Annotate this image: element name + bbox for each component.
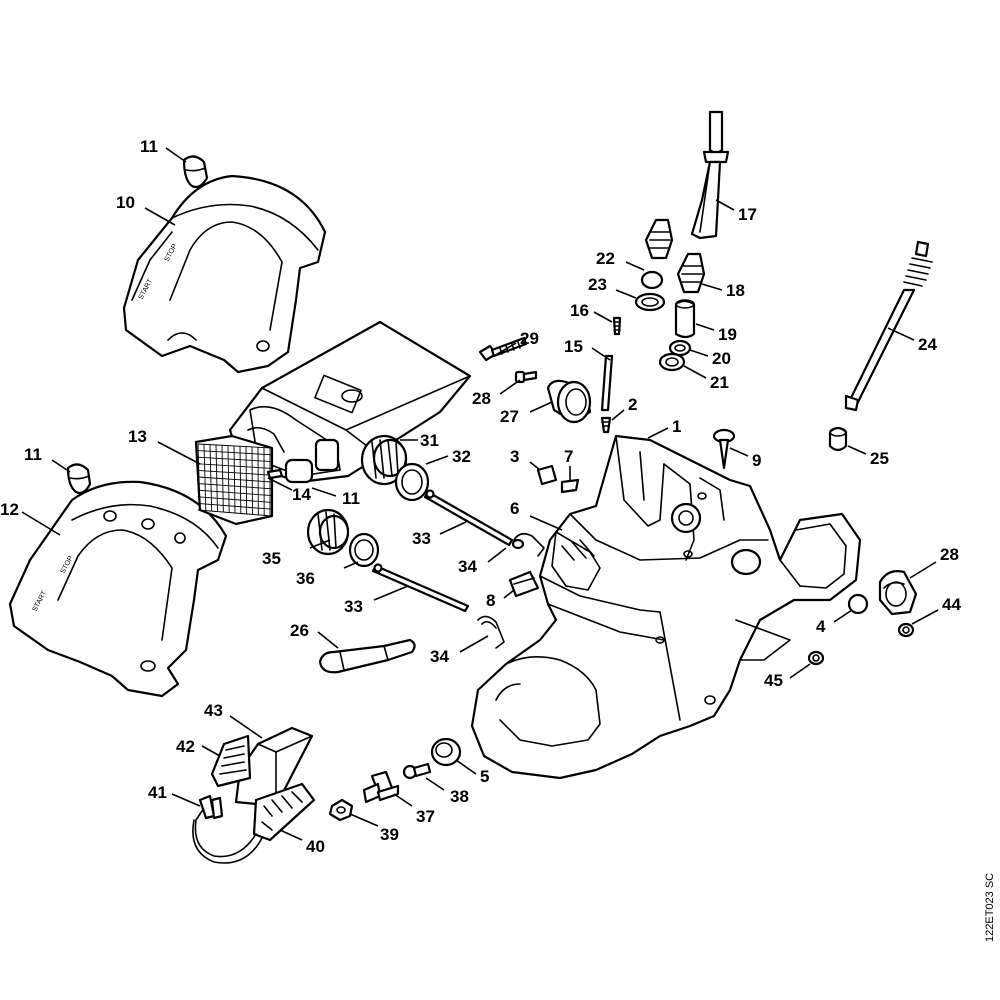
callout-11-lower: 11 <box>24 445 42 464</box>
part-42-plate <box>210 734 252 788</box>
part-35-nut <box>306 508 350 556</box>
part-5-plug <box>430 737 462 767</box>
part-31-adjuster <box>360 434 408 486</box>
callout-37: 37 <box>416 807 435 826</box>
callout-38: 38 <box>450 787 469 806</box>
part-41-connector <box>198 794 224 820</box>
callout-16: 15 <box>564 337 583 356</box>
part-40-heater <box>192 782 316 864</box>
part-25-hose-spring <box>844 240 933 412</box>
callout-20: 19 <box>718 325 737 344</box>
callout-4: 4 <box>816 617 826 636</box>
part-37-switch <box>362 770 400 804</box>
part-15-screw <box>266 468 284 480</box>
part-38-screw <box>402 762 432 780</box>
callout-28-right: 28 <box>940 545 959 564</box>
part-10-upper-cover: STOP START <box>122 174 327 374</box>
part-24-snap-ring <box>634 292 666 312</box>
callout-44: 44 <box>942 595 961 614</box>
callout-25: 24 <box>918 335 937 354</box>
callout-8: 8 <box>486 591 495 610</box>
callout-13: 12 <box>0 500 19 519</box>
part-9-bolt <box>712 428 736 470</box>
callout-15: 14 <box>292 485 311 504</box>
callout-22: 21 <box>710 373 729 392</box>
callout-7: 7 <box>564 447 573 466</box>
callout-14: 13 <box>128 427 147 446</box>
part-21-washer <box>668 339 692 357</box>
part-14-mesh-screen <box>194 434 274 526</box>
callout-33-upper: 33 <box>412 529 431 548</box>
part-32-ring <box>394 462 430 502</box>
part-33-pin-lower <box>371 563 470 613</box>
drawing-code: 122ET023 SC <box>984 873 996 942</box>
callout-33-lower: 33 <box>344 597 363 616</box>
part-44-nut <box>897 622 915 638</box>
callout-10: 10 <box>116 193 135 212</box>
part-17-screw <box>612 316 622 336</box>
callout-31: 31 <box>420 431 439 450</box>
callout-6: 6 <box>510 499 519 518</box>
part-33-pin-upper <box>423 489 514 547</box>
part-39-nut <box>328 798 354 822</box>
callout-21: 20 <box>712 349 731 368</box>
part-23-pickup <box>644 218 674 260</box>
part-11-cap-top <box>182 155 209 189</box>
callout-12: 11 <box>342 489 360 508</box>
part-4-plug <box>847 593 869 615</box>
part-20-sleeve <box>674 299 696 339</box>
callout-27: 26 <box>290 621 309 640</box>
callout-39: 39 <box>380 825 399 844</box>
part-27-tool <box>318 638 416 674</box>
part-22-seal <box>658 352 686 372</box>
part-26-cap <box>828 426 848 452</box>
callout-41: 41 <box>148 783 167 802</box>
part-13-lower-cover: STOP START <box>8 480 228 698</box>
part-34-clip-lower <box>477 615 505 649</box>
callout-24: 23 <box>588 275 607 294</box>
callout-26: 25 <box>870 449 889 468</box>
callout-3: 3 <box>510 447 519 466</box>
part-2-screw <box>600 416 612 434</box>
part-7-nut <box>560 478 580 494</box>
part-23-cap <box>640 270 664 290</box>
callout-40: 40 <box>306 837 325 856</box>
leader-lines <box>21 147 939 841</box>
part-16-rod <box>600 354 614 412</box>
callout-28-upper: 27 <box>500 407 519 426</box>
callout-18: 17 <box>738 205 757 224</box>
part-1-main-housing <box>470 434 862 780</box>
part-28-grommet-upper <box>546 379 592 424</box>
callout-34-lower: 34 <box>430 647 449 666</box>
callout-30: 29 <box>520 329 539 348</box>
part-3-nut <box>536 464 558 486</box>
callout-2: 2 <box>628 395 637 414</box>
callout-9: 9 <box>752 451 761 470</box>
part-18-hose <box>690 110 730 240</box>
callout-34-upper: 34 <box>458 557 477 576</box>
callout-45: 45 <box>764 671 783 690</box>
callout-43: 43 <box>204 701 223 720</box>
part-11-cap-lower <box>66 463 92 495</box>
callout-42: 42 <box>176 737 195 756</box>
callout-19: 18 <box>726 281 745 300</box>
callout-23: 22 <box>596 249 615 268</box>
callout-labels: 11 10 11 12 13 14 11 31 32 33 34 35 36 3… <box>0 137 961 856</box>
part-28-grommet-right <box>878 570 918 616</box>
callout-1: 1 <box>672 417 681 436</box>
part-34-clip-upper <box>511 532 545 557</box>
callout-32: 32 <box>452 447 471 466</box>
part-8-spring-clip <box>508 570 540 598</box>
part-19-pickup <box>676 252 706 294</box>
callout-5: 5 <box>480 767 489 786</box>
callout-29: 28 <box>472 389 491 408</box>
callout-35: 35 <box>262 549 281 568</box>
part-29-screw <box>514 370 538 384</box>
part-36-ring <box>348 532 380 568</box>
part-45-nut <box>807 650 825 666</box>
callout-17: 16 <box>570 301 589 320</box>
callout-36: 36 <box>296 569 315 588</box>
callout-11-top: 11 <box>140 137 158 156</box>
